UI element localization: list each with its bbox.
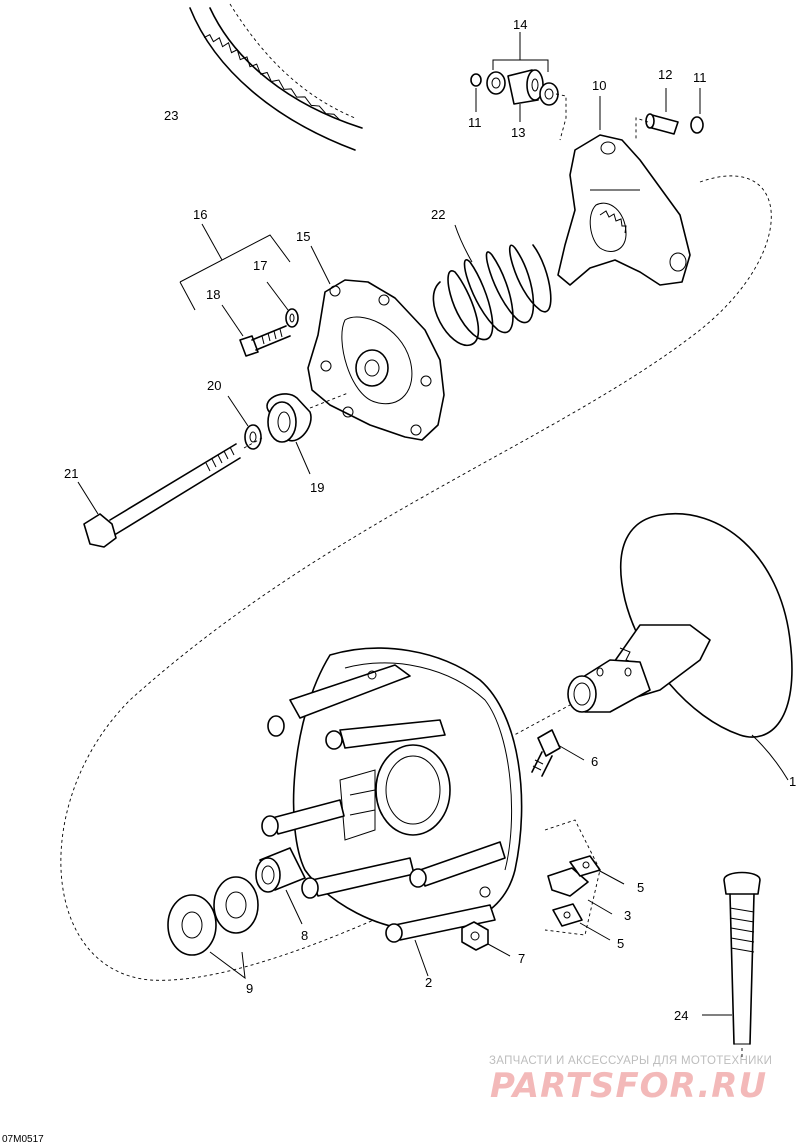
part-10-cam-arm: [557, 96, 691, 286]
part-18-screw: [221, 304, 291, 357]
callout-6: 6: [591, 754, 598, 769]
callout-3: 3: [624, 908, 631, 923]
part-9-shims: [167, 876, 259, 980]
part-23-drive-belt: [189, 3, 363, 151]
part-21-bolt: [77, 437, 263, 548]
callout-2: 2: [425, 975, 432, 990]
part-24-long-screw: [702, 871, 761, 1060]
part-19-bushing: [266, 392, 349, 475]
callout-16: 16: [193, 207, 207, 222]
part-13-roller-set: [486, 69, 567, 141]
watermark-tagline: ЗАПЧАСТИ И АКСЕССУАРЫ ДЛЯ МОТОТЕХНИКИ: [489, 1055, 772, 1067]
part-16-bracket: [179, 223, 291, 311]
assembly-outline: [60, 175, 772, 981]
part-17-washer: [266, 281, 299, 328]
part-12-pin: [635, 88, 679, 140]
callout-12: 12: [658, 67, 672, 82]
callout-11-left: 11: [468, 115, 482, 130]
part-22-spring: [432, 224, 552, 346]
part-14-bracket: [492, 32, 549, 72]
drawing-code: 07M0517: [2, 1134, 44, 1145]
callout-11-right: 11: [693, 70, 707, 85]
callout-23: 23: [164, 108, 178, 123]
part-8-bushing: [255, 847, 306, 925]
callout-20: 20: [207, 378, 221, 393]
part-1-fixed-sheave: [504, 512, 793, 781]
part-11-pin-left: [470, 73, 482, 112]
callout-1: 1: [789, 774, 796, 789]
callout-18: 18: [206, 287, 220, 302]
part-11-pin-right: [690, 88, 704, 134]
callout-8: 8: [301, 928, 308, 943]
callout-17: 17: [253, 258, 267, 273]
part-5-upper-washer: [569, 855, 625, 885]
callout-10: 10: [592, 78, 606, 93]
callout-5-upper: 5: [637, 880, 644, 895]
callout-13: 13: [511, 125, 525, 140]
callout-5-lower: 5: [617, 936, 624, 951]
watermark: ЗАПЧАСТИ И АКСЕССУАРЫ ДЛЯ МОТОТЕХНИКИ PA…: [489, 1055, 772, 1106]
part-7-nut: [461, 921, 511, 957]
callout-22: 22: [431, 207, 445, 222]
watermark-logo: PARTSFOR.RU: [490, 1066, 767, 1106]
callout-24: 24: [674, 1008, 688, 1023]
callout-19: 19: [310, 480, 324, 495]
part-6-screw: [531, 729, 585, 777]
part-3-cam: [544, 819, 613, 936]
callout-7: 7: [518, 951, 525, 966]
callout-labels: 14 11 13 10 12 11 23 16 15 22 17 18 20 2…: [2, 17, 796, 1145]
callout-15: 15: [296, 229, 310, 244]
part-15-cover-plate: [307, 245, 445, 441]
part-2-movable-sheave: [261, 647, 523, 977]
callout-14: 14: [513, 17, 527, 32]
callout-21: 21: [64, 466, 78, 481]
callout-9: 9: [246, 981, 253, 996]
part-5-lower-washer: [552, 903, 611, 941]
part-20-lock-washer: [227, 395, 262, 450]
